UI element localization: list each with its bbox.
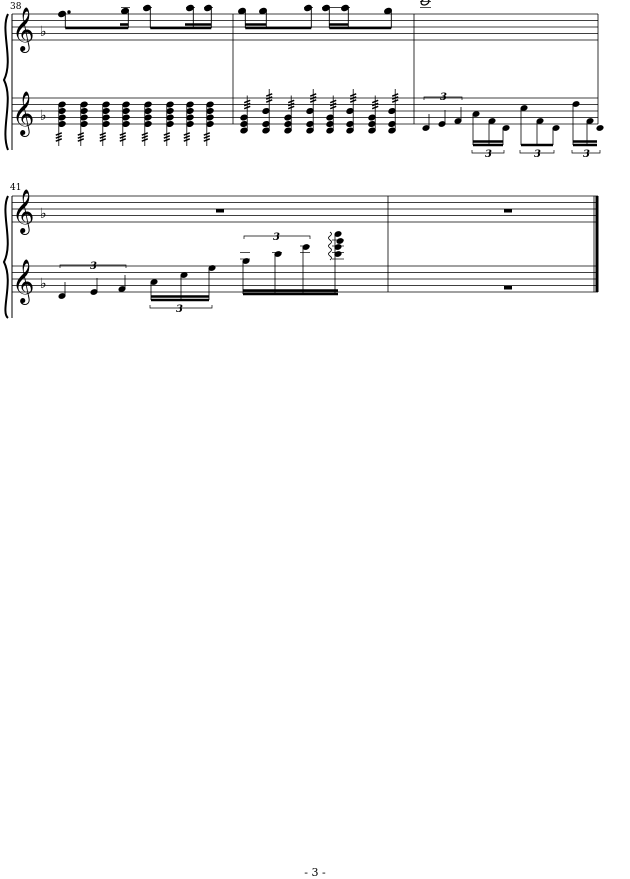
tremolo-slash <box>391 93 399 97</box>
measure-number: 38 <box>10 2 22 12</box>
tremolo-slash <box>243 102 251 107</box>
tremolo-slash <box>349 93 357 97</box>
tremolo-slash <box>287 99 295 104</box>
tuplet-number: 3 <box>273 232 280 243</box>
tremolo-slash <box>329 105 337 110</box>
treble-clef-icon: 𝄞 <box>12 259 34 305</box>
tuplet-number: 3 <box>534 149 541 160</box>
treble-clef-icon: 𝄞 <box>12 189 34 235</box>
tremolo-slash <box>309 96 317 100</box>
measure-38-lower <box>55 101 214 146</box>
tremolo-slash <box>371 99 379 104</box>
tremolo-slash <box>371 105 379 110</box>
tremolo-slash <box>119 135 127 139</box>
barlines-2 <box>387 196 599 292</box>
tremolo-slash <box>203 138 211 142</box>
tremolo-slash <box>163 138 171 142</box>
tremolo-slash <box>183 132 191 136</box>
tremolo-slash <box>391 96 399 100</box>
tremolo-slash <box>265 93 273 97</box>
measure-38-treble <box>58 4 213 30</box>
tuplet-number: 3 <box>90 261 97 272</box>
tremolo-slash <box>349 99 357 103</box>
tremolo-slash <box>371 102 379 107</box>
tremolo-slash <box>265 96 273 100</box>
tremolo-slash <box>77 135 85 139</box>
tremolo-slash <box>309 93 317 97</box>
tremolo-slash <box>163 132 171 136</box>
tremolo-slash <box>55 135 63 139</box>
tremolo-slash <box>203 135 211 139</box>
measure-41-lower <box>58 231 344 309</box>
key-flat-icon: ♭ <box>40 24 47 40</box>
key-flat-icon: ♭ <box>40 206 47 222</box>
grand-staff-brace <box>2 195 9 319</box>
tremolo-slash <box>55 132 63 136</box>
tremolo-slash <box>141 138 149 142</box>
tremolo-slash <box>287 105 295 110</box>
tremolo-slash <box>99 132 107 136</box>
treble-clef-icon: 𝄞 <box>12 7 34 53</box>
tremolo-slash <box>349 96 357 100</box>
barlines-1 <box>232 14 599 124</box>
measure-40-lower <box>422 96 604 154</box>
tremolo-slash <box>141 135 149 139</box>
whole-rest-icon <box>504 209 512 213</box>
tremolo-slash <box>329 102 337 107</box>
tuplet-number: 3 <box>583 149 590 160</box>
key-flat-icon: ♭ <box>40 276 47 292</box>
tremolo-slash <box>203 132 211 136</box>
grand-staff-brace <box>2 13 9 151</box>
tremolo-slash <box>163 135 171 139</box>
tuplet-number: 3 <box>176 304 183 315</box>
measure-39-lower <box>240 89 399 134</box>
tremolo-slash <box>119 138 127 142</box>
measure-40-treble <box>420 0 431 8</box>
tremolo-slash <box>55 138 63 142</box>
tremolo-slash <box>183 135 191 139</box>
tremolo-slash <box>99 135 107 139</box>
system-1: 𝄞 𝄞 ♭ ♭ <box>2 0 604 160</box>
tremolo-slash <box>99 138 107 142</box>
measure-number: 41 <box>10 183 22 193</box>
measure-39-treble <box>238 4 392 30</box>
treble-staff-2 <box>12 195 598 223</box>
tremolo-slash <box>287 102 295 107</box>
tremolo-slash <box>243 99 251 104</box>
tremolo-slash <box>391 99 399 103</box>
tremolo-slash <box>265 99 273 103</box>
tremolo-slash <box>329 99 337 104</box>
tremolo-slash <box>77 132 85 136</box>
tremolo-slash <box>243 105 251 110</box>
tuplet-number: 3 <box>440 92 447 103</box>
lower-staff-1 <box>12 97 598 125</box>
tuplet-number: 3 <box>485 149 492 160</box>
tremolo-slash <box>119 132 127 136</box>
tremolo-slash <box>77 138 85 142</box>
tremolo-slash <box>183 138 191 142</box>
whole-rest-icon <box>216 209 224 213</box>
tremolo-slash <box>309 99 317 103</box>
key-flat-icon: ♭ <box>40 108 47 124</box>
system-2: 𝄞 𝄞 ♭ ♭ <box>2 189 599 319</box>
whole-rest-icon <box>504 286 512 290</box>
tremolo-slash <box>141 132 149 136</box>
page-number: - 3 - <box>304 866 326 879</box>
treble-clef-icon: 𝄞 <box>12 91 34 137</box>
lower-staff-2 <box>12 265 598 293</box>
